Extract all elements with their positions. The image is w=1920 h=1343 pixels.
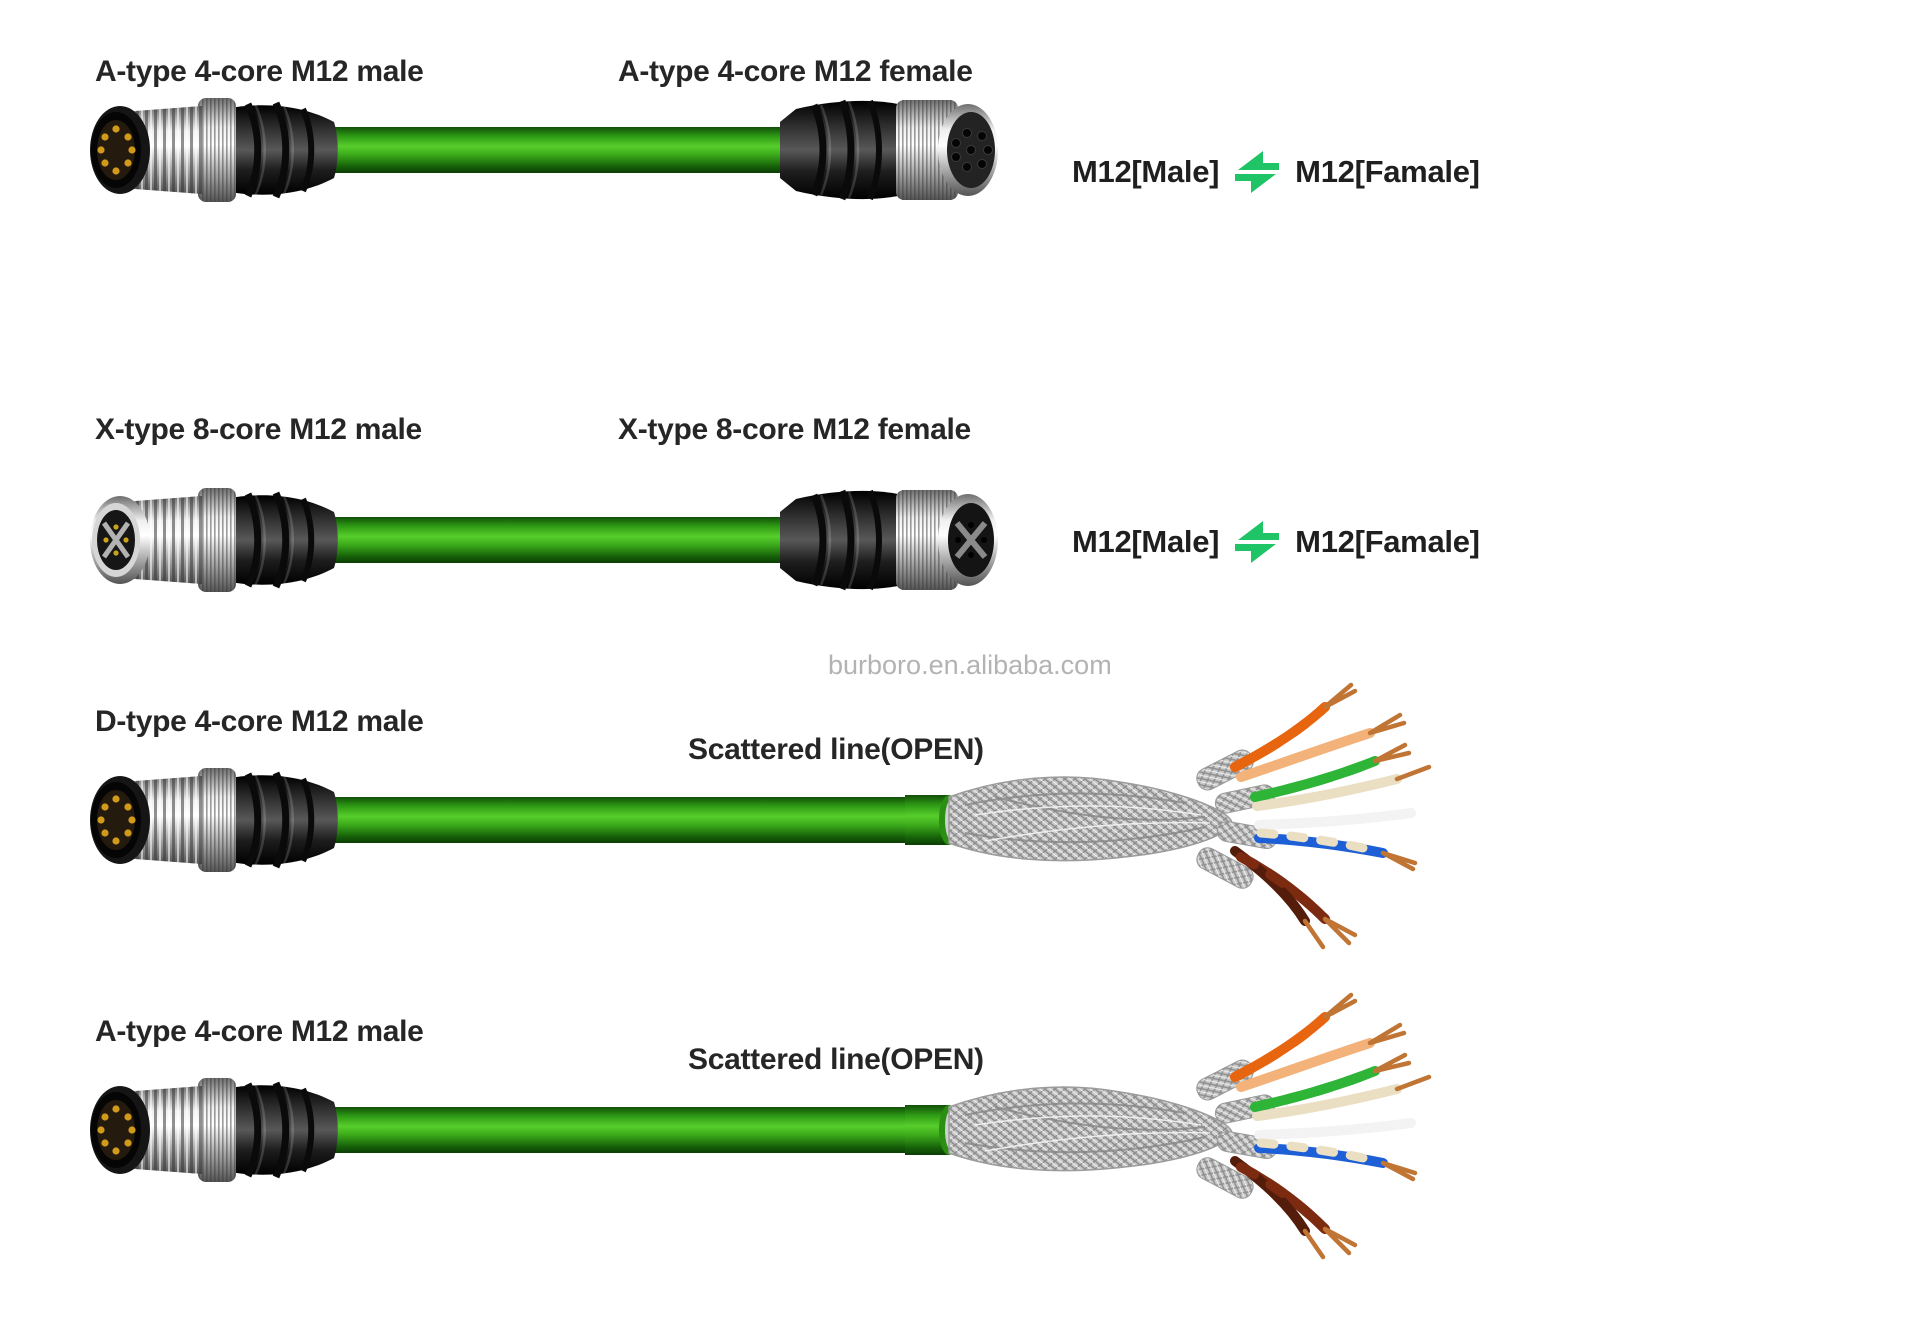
row3-cable-jacket: [300, 797, 920, 843]
swap-arrows-icon: [1235, 521, 1280, 563]
row2-left-label: X-type 8-core M12 male: [95, 413, 422, 446]
row2-m12-female-connector: [778, 482, 1008, 598]
row4-left-label: A-type 4-core M12 male: [95, 1015, 424, 1048]
row1-badge-female-label: M12[Famale]: [1295, 154, 1480, 189]
row3-m12-male-connector: [82, 762, 342, 878]
row4-cable-jacket: [300, 1107, 920, 1153]
row2-m12-male-connector: [82, 482, 342, 598]
row3-left-label: D-type 4-core M12 male: [95, 705, 424, 738]
row2-cable-jacket: [300, 517, 820, 563]
row4-m12-male-connector: [82, 1072, 342, 1188]
row1-left-label: A-type 4-core M12 male: [95, 55, 424, 88]
row3-right-label: Scattered line(OPEN): [688, 733, 984, 766]
row1-right-label: A-type 4-core M12 female: [618, 55, 973, 88]
row4-scattered-wires: [905, 985, 1455, 1275]
row4-right-label: Scattered line(OPEN): [688, 1043, 984, 1076]
row2-badge-male-label: M12[Male]: [1072, 524, 1220, 559]
row2-badge-female-label: M12[Famale]: [1295, 524, 1480, 559]
row2-right-label: X-type 8-core M12 female: [618, 413, 971, 446]
row1-cable-jacket: [300, 127, 820, 173]
row1-m12-female-connector: [778, 92, 1008, 208]
row1-badge-male-label: M12[Male]: [1072, 154, 1220, 189]
watermark: burboro.en.alibaba.com: [828, 650, 1112, 680]
row2-gender-badge: M12[Male] M12[Famale]: [1072, 520, 1480, 564]
row3-scattered-wires: [905, 675, 1455, 965]
swap-arrows-icon: [1235, 151, 1280, 193]
row1-gender-badge: M12[Male] M12[Famale]: [1072, 150, 1480, 194]
row1-m12-male-connector: [82, 92, 342, 208]
